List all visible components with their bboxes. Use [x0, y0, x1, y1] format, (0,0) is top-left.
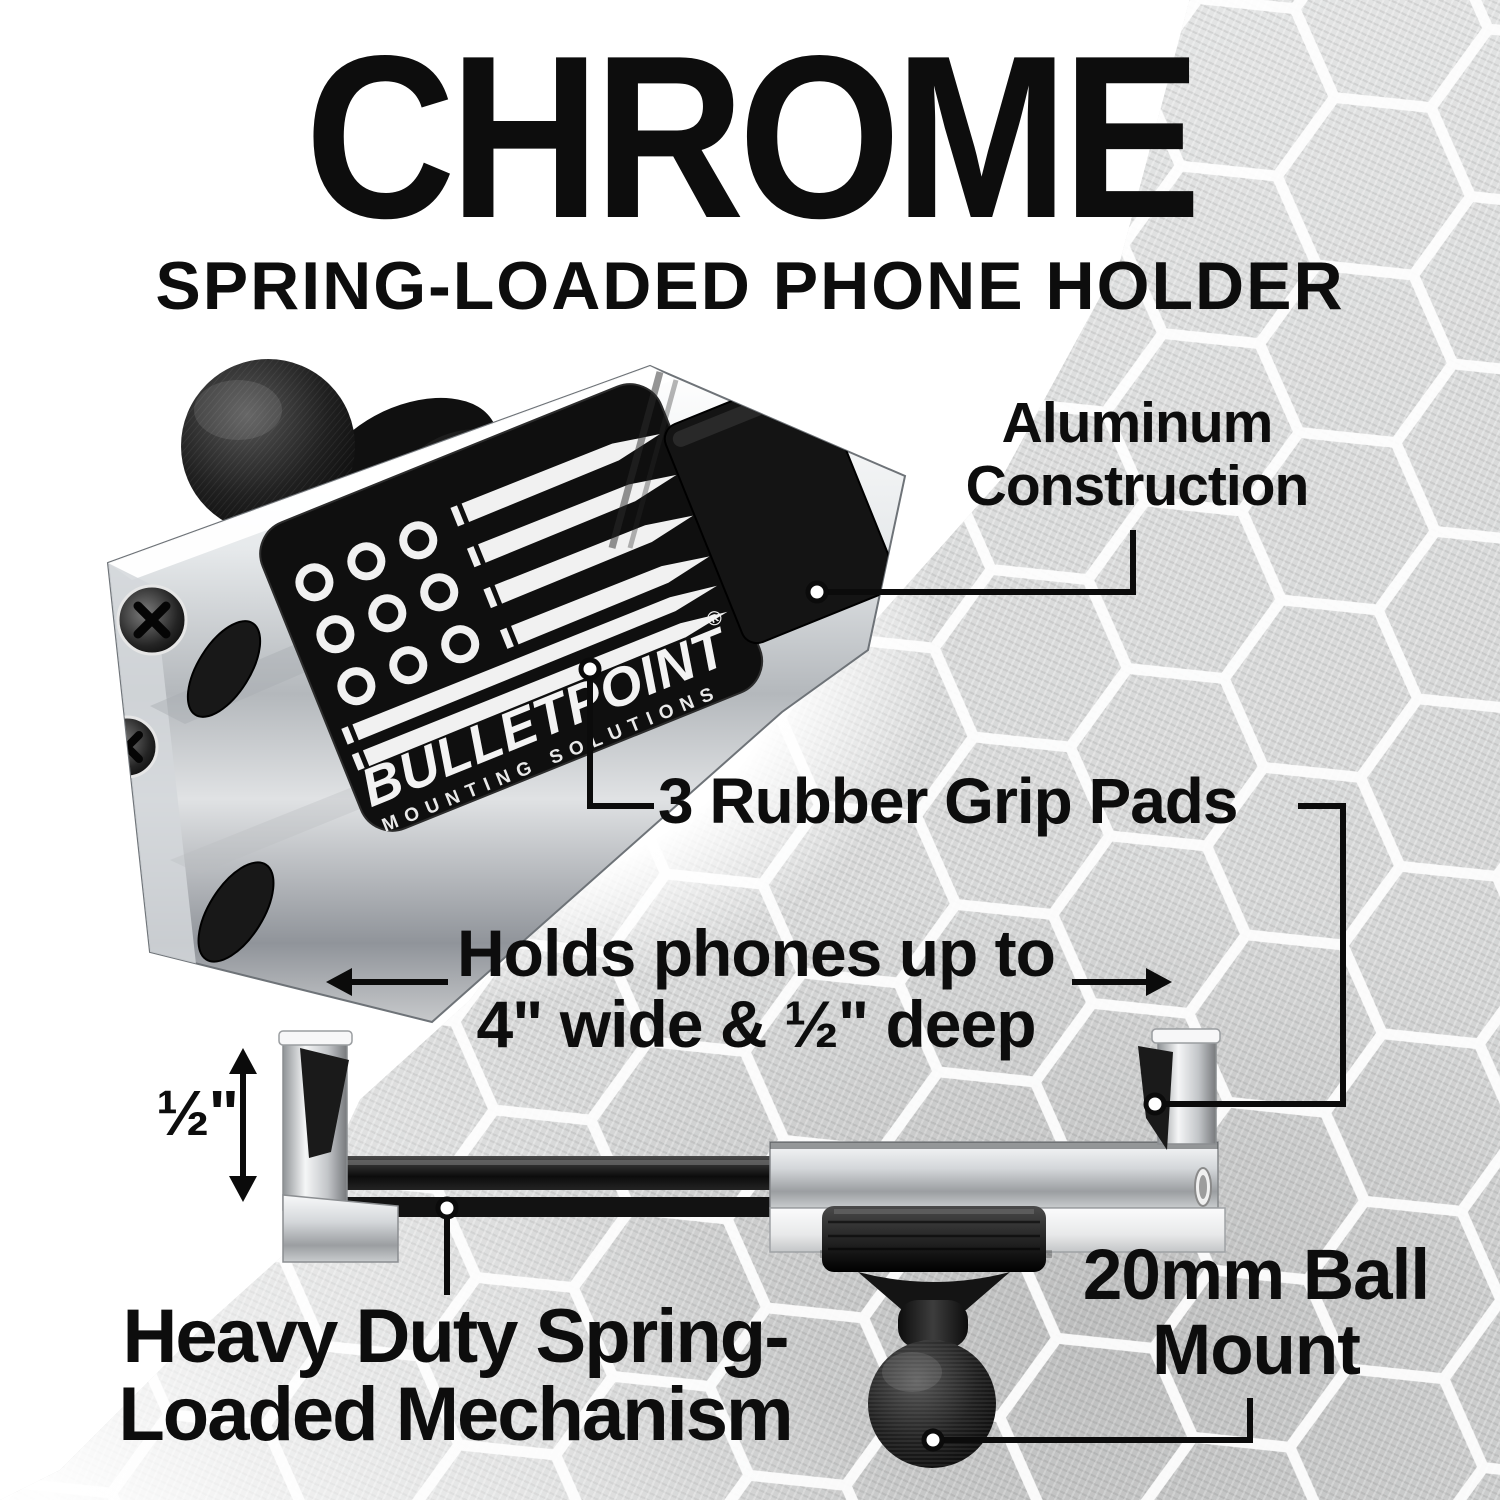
callout-leaders — [229, 530, 1346, 1452]
grip-pads-right-leader-dot — [1143, 1092, 1167, 1116]
aluminum-leader-line — [826, 530, 1136, 595]
page-title: CHROME — [304, 8, 1201, 267]
spring-rods — [336, 1156, 788, 1217]
aluminum-callout-line1: Aluminum — [1001, 391, 1274, 455]
holds-callout-line2: 4" wide & ½" deep — [476, 986, 1036, 1061]
aluminum-construction-callout: Aluminum Construction — [887, 392, 1387, 517]
grip-pads-callout: 3 Rubber Grip Pads — [658, 765, 1238, 837]
rubber-pad-left-upper — [186, 620, 262, 718]
grip-pads-left-leader-line — [587, 678, 654, 809]
spring-callout-line2: Loaded Mechanism — [118, 1372, 793, 1458]
hex-screw-top — [116, 584, 188, 656]
rubber-pad-side-left — [300, 1048, 349, 1158]
ball-mount-callout-line1: 20mm Ball — [1082, 1236, 1430, 1315]
width-arrow-right — [1072, 968, 1172, 996]
ball-mount-bottom — [822, 1206, 1046, 1468]
grip-pads-right-leader-line — [1164, 803, 1346, 1107]
rubber-pad-left-lower — [197, 861, 275, 963]
aluminum-leader-dot — [805, 580, 829, 604]
depth-double-arrow — [229, 1048, 257, 1202]
right-gripper-arm — [1138, 1028, 1221, 1150]
spring-mechanism-callout: Heavy Duty Spring- Loaded Mechanism — [85, 1294, 825, 1458]
spring-callout-line1: Heavy Duty Spring- — [122, 1294, 789, 1379]
ball-mount-leader-dot — [921, 1428, 945, 1452]
ball-mount-leader-line — [941, 1398, 1253, 1443]
grip-pads-left-leader-dot — [578, 657, 602, 681]
half-inch-label: ½" — [156, 1077, 239, 1149]
left-gripper-arm — [278, 1030, 399, 1263]
flag-primer-rings — [295, 521, 480, 706]
spring-leader-dot — [435, 1196, 459, 1220]
aluminum-callout-line2: Construction — [965, 453, 1310, 518]
ball-mount-callout: 20mm Ball Mount — [1036, 1238, 1476, 1389]
holds-callout-line1: Holds phones up to — [457, 916, 1056, 990]
holds-phones-callout: Holds phones up to 4" wide & ½" deep — [336, 918, 1176, 1059]
ball-mount-callout-line2: Mount — [1152, 1311, 1361, 1391]
width-arrow-left — [326, 968, 448, 996]
page-subtitle: SPRING-LOADED PHONE HOLDER — [155, 248, 1345, 324]
phone-holder-perspective-view: BULLETPOINT ® MOUNTING SOLUTIONS — [106, 359, 907, 1024]
